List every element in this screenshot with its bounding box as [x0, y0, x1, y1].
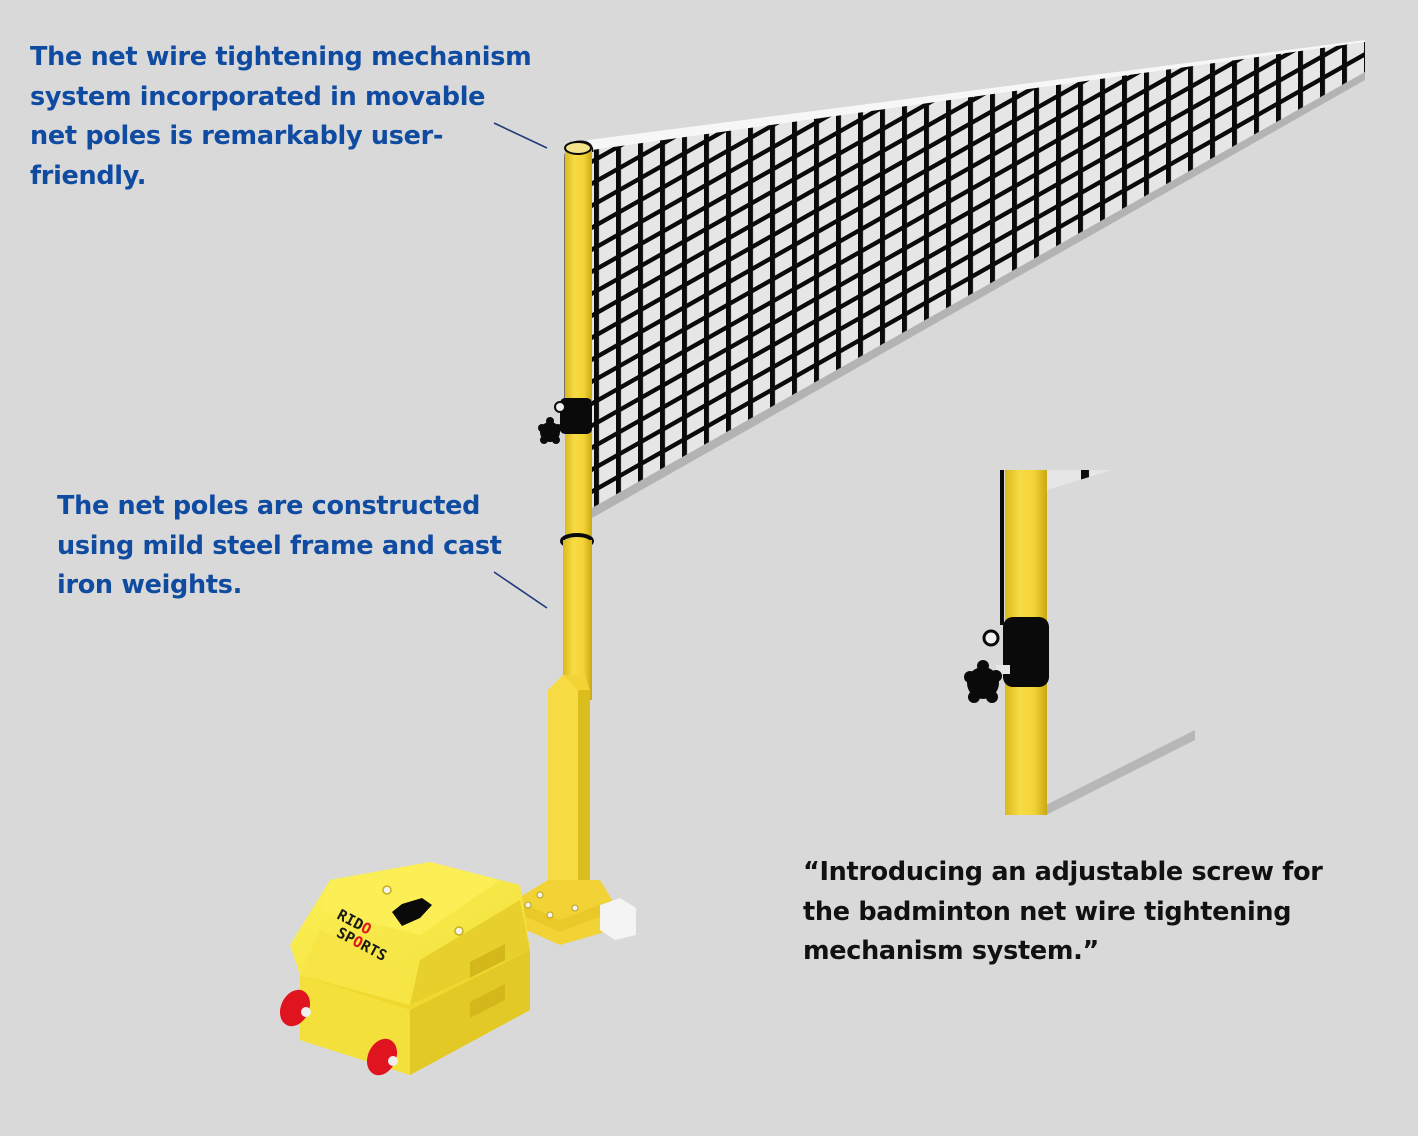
badminton-net: [588, 40, 1365, 518]
tightening-knob-icon: [538, 417, 562, 444]
leader-line-construction: [493, 571, 548, 609]
caption-pole-construction: The net poles are constructed using mild…: [57, 491, 502, 600]
inset-closeup: [964, 470, 1195, 815]
weighted-base: RIDO SPORTS: [279, 862, 530, 1076]
clamp: [560, 398, 592, 434]
leader-line-mechanism: [493, 122, 548, 149]
caption-adjustable-screw-quote: “Introducing an adjustable screw for the…: [803, 857, 1323, 966]
tightening-knob-icon: [964, 660, 1002, 703]
handle-slot: [392, 898, 432, 926]
caption-tightening-mechanism: The net wire tightening mechanism system…: [30, 42, 532, 191]
wheel-icon: [279, 989, 311, 1027]
wheel-icon: [366, 1038, 398, 1076]
net-pole: [515, 140, 636, 945]
